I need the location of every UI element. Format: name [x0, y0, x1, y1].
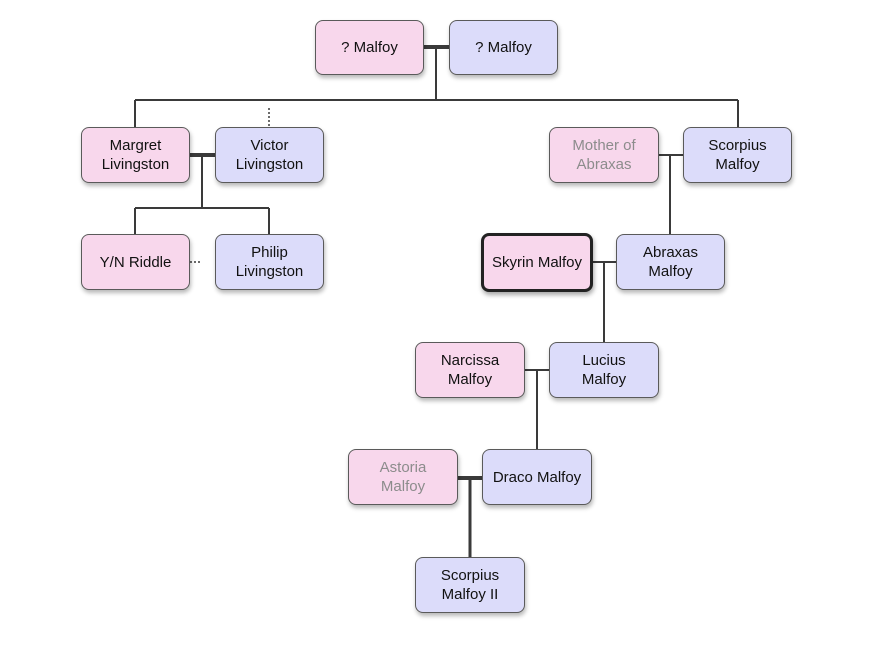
person-node-mother-of-abraxas[interactable]: Mother of Abraxas	[549, 127, 659, 183]
person-node-yn-riddle[interactable]: Y/N Riddle	[81, 234, 190, 290]
person-node-abraxas-malfoy[interactable]: Abraxas Malfoy	[616, 234, 725, 290]
person-node-victor-livingston[interactable]: Victor Livingston	[215, 127, 324, 183]
person-node-astoria-malfoy[interactable]: Astoria Malfoy	[348, 449, 458, 505]
person-node-scorpius-malfoy-ii[interactable]: Scorpius Malfoy II	[415, 557, 525, 613]
person-node-draco-malfoy[interactable]: Draco Malfoy	[482, 449, 592, 505]
person-node-philip-livingston[interactable]: Philip Livingston	[215, 234, 324, 290]
person-node-lucius-malfoy[interactable]: Lucius Malfoy	[549, 342, 659, 398]
person-node-narcissa-malfoy[interactable]: Narcissa Malfoy	[415, 342, 525, 398]
person-node-malfoy-husband[interactable]: ? Malfoy	[449, 20, 558, 75]
person-node-margret-livingston[interactable]: Margret Livingston	[81, 127, 190, 183]
person-node-scorpius-malfoy[interactable]: Scorpius Malfoy	[683, 127, 792, 183]
person-node-skyrin-malfoy[interactable]: Skyrin Malfoy	[481, 233, 593, 292]
person-node-malfoy-wife[interactable]: ? Malfoy	[315, 20, 424, 75]
